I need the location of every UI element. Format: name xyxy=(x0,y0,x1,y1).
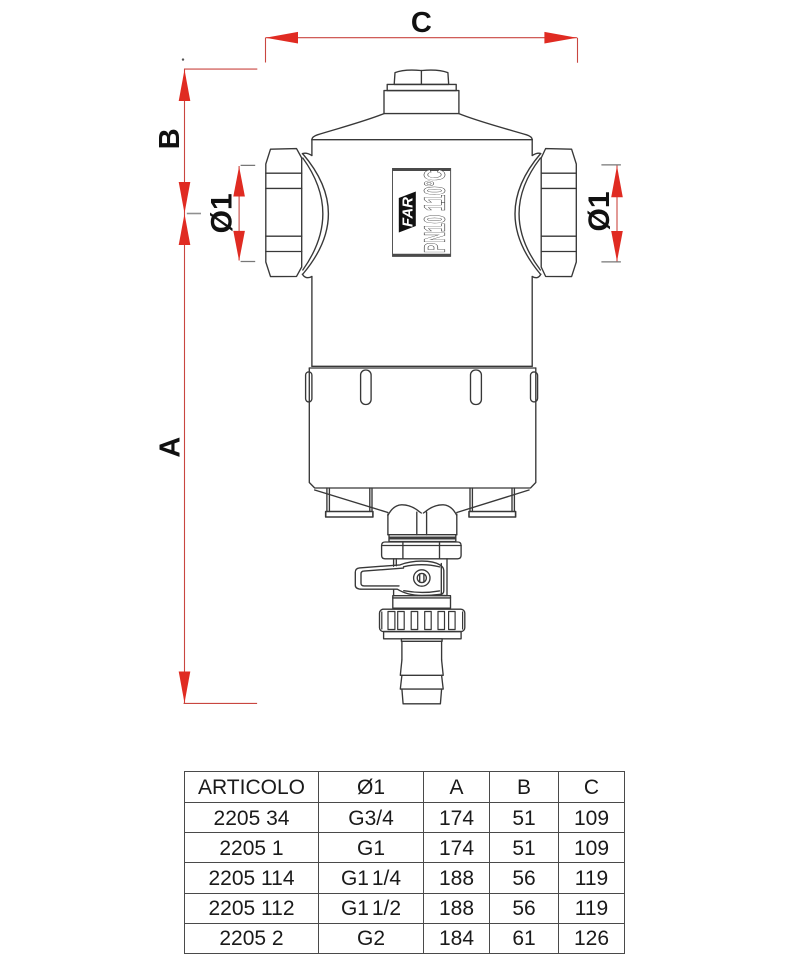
svg-text:Ø1: Ø1 xyxy=(206,193,239,233)
svg-text:B: B xyxy=(154,128,186,149)
svg-text:FAR: FAR xyxy=(400,197,417,227)
svg-text:C: C xyxy=(411,7,432,39)
svg-text:Ø1: Ø1 xyxy=(583,191,616,231)
svg-text:A: A xyxy=(155,437,187,458)
svg-text:PN10 110°C: PN10 110°C xyxy=(418,170,450,253)
